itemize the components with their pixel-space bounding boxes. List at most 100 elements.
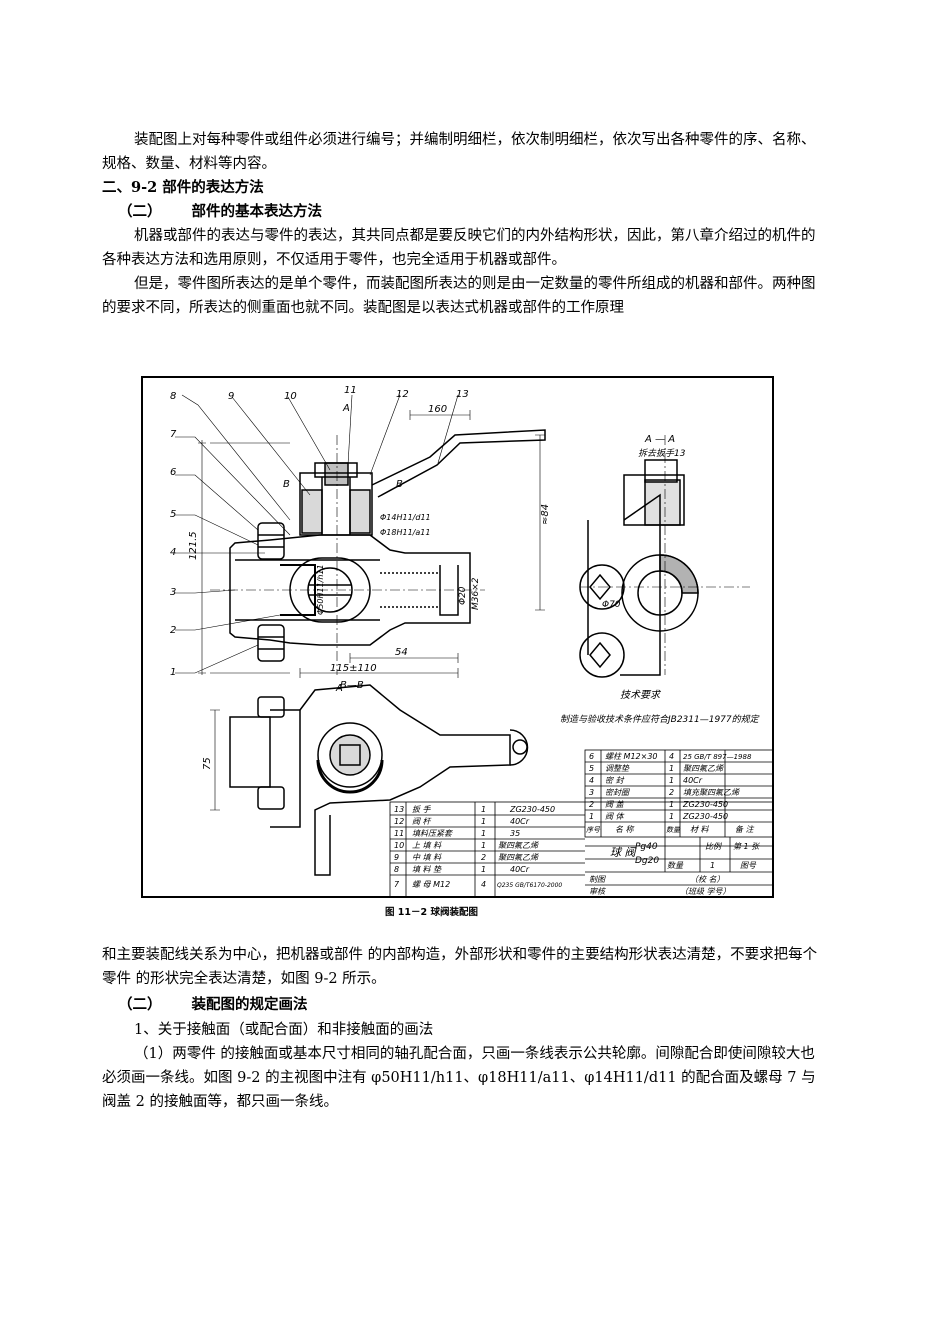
parts-list-table [389, 749, 774, 898]
dimension-label: 75 [202, 757, 213, 770]
svg-text:1: 1 [589, 812, 594, 821]
subsection-heading-rules: （二） 装配图的规定画法 [118, 993, 308, 1017]
subsection-number: （二） [118, 996, 162, 1013]
svg-text:数量: 数量 [667, 861, 684, 870]
svg-text:4: 4 [589, 776, 594, 785]
svg-text:比例: 比例 [705, 842, 723, 851]
svg-text:螺 母 M12: 螺 母 M12 [412, 880, 450, 889]
svg-text:13: 13 [394, 805, 404, 814]
svg-text:ZG230-450: ZG230-450 [509, 805, 555, 814]
section-mark: A [335, 683, 343, 694]
fit-label: Φ18H11/a11 [380, 528, 430, 537]
part-number: 1 [170, 667, 176, 678]
svg-text:聚四氟乙烯: 聚四氟乙烯 [683, 764, 724, 773]
paragraph-expression: 机器或部件的表达与零件的表达，其共同点都是要反映它们的内外结构形状，因此，第八章… [102, 228, 816, 268]
tech-requirements-text: 制造与验收技术条件应符合JB2311—1977的规定 [560, 714, 760, 725]
svg-text:8: 8 [394, 865, 399, 874]
dimension-label: 54 [395, 647, 408, 658]
svg-text:1: 1 [669, 800, 674, 809]
section-mark: A [342, 403, 350, 414]
subsection-number: （二） [118, 203, 162, 220]
parts-list-text: 6 螺柱 M12×30 4 25 GB/T 897—1988 5 调整垫 1 聚… [394, 752, 760, 896]
dimension-label: 121.5 [188, 531, 199, 560]
svg-text:1: 1 [481, 805, 486, 814]
svg-text:1: 1 [669, 764, 674, 773]
svg-text:25 GB/T 897—1988: 25 GB/T 897—1988 [683, 753, 752, 761]
view-label: 拆去扳手13 [638, 448, 686, 459]
section-a-a-view [579, 459, 699, 678]
dimension-label: 160 [428, 404, 447, 415]
section-heading: 二、9-2 部件的表达方法 [102, 179, 264, 196]
svg-text:4: 4 [669, 752, 674, 761]
part-number: 12 [396, 389, 409, 400]
part-number: 6 [170, 467, 176, 478]
svg-text:Q235 GB/T6170-2000: Q235 GB/T6170-2000 [497, 882, 562, 889]
svg-text:12: 12 [394, 817, 404, 826]
dimension-label: 115±110 [330, 663, 377, 674]
svg-text:2: 2 [669, 788, 674, 797]
ball-valve-assembly-drawing: 8 9 10 11 12 13 7 6 5 4 3 2 1 160 ≈84 12… [141, 376, 774, 918]
svg-text:7: 7 [394, 880, 400, 889]
svg-text:阀 盖: 阀 盖 [605, 800, 625, 809]
svg-text:2: 2 [481, 853, 486, 862]
subsection-title: 部件的基本表达方法 [191, 203, 323, 220]
svg-text:1: 1 [669, 776, 674, 785]
svg-text:备 注: 备 注 [735, 825, 755, 834]
subsection-heading-basic: （二） 部件的基本表达方法 [118, 200, 322, 224]
svg-text:螺柱 M12×30: 螺柱 M12×30 [605, 752, 658, 761]
svg-text:中 填 料: 中 填 料 [412, 853, 442, 862]
svg-text:密 封: 密 封 [605, 776, 625, 785]
svg-text:第 1 张: 第 1 张 [733, 842, 760, 851]
svg-text:填料压紧套: 填料压紧套 [412, 829, 453, 838]
svg-text:1: 1 [481, 829, 486, 838]
svg-text:40Cr: 40Cr [510, 865, 530, 874]
svg-text:图号: 图号 [740, 861, 757, 870]
figure-caption: 图 11－2 球阀装配图 [385, 906, 478, 918]
svg-text:名 称: 名 称 [615, 825, 636, 834]
svg-text:35: 35 [510, 829, 520, 838]
svg-text:（班级 学号）: （班级 学号） [680, 887, 731, 896]
view-label: B—B [340, 680, 364, 691]
main-view [229, 429, 546, 662]
tech-requirements-title: 技术要求 [620, 689, 662, 701]
svg-text:40Cr: 40Cr [510, 817, 530, 826]
part-number: 5 [170, 509, 176, 520]
svg-text:审核: 审核 [589, 887, 607, 896]
svg-text:材 料: 材 料 [690, 825, 710, 834]
svg-text:填 料 垫: 填 料 垫 [412, 865, 442, 874]
paragraph-contact-surface: 1、关于接触面（或配合面）和非接触面的画法 [134, 1022, 434, 1038]
svg-text:填充聚四氟乙烯: 填充聚四氟乙烯 [683, 788, 740, 797]
svg-text:上 填 料: 上 填 料 [412, 841, 442, 850]
svg-text:聚四氟乙烯: 聚四氟乙烯 [498, 853, 539, 862]
view-label: A — A [644, 434, 675, 445]
part-number: 11 [344, 385, 357, 396]
part-number: 8 [170, 391, 176, 402]
svg-text:1: 1 [669, 812, 674, 821]
svg-text:11: 11 [394, 829, 404, 838]
svg-text:1: 1 [710, 861, 715, 870]
paragraph-contact-rule: （1）两零件 的接触面或基本尺寸相同的轴孔配合面，只画一条线表示公共轮廓。间隙配… [102, 1046, 816, 1110]
part-number: 3 [170, 587, 176, 598]
svg-text:ZG230-450: ZG230-450 [682, 800, 728, 809]
part-number: 10 [284, 391, 297, 402]
svg-text:（校 名）: （校 名） [690, 875, 725, 884]
fit-label: Φ50H11/h11 [316, 564, 325, 615]
part-number: 7 [170, 429, 177, 440]
dimension-label: Φ70 [602, 600, 621, 610]
svg-text:40Cr: 40Cr [683, 776, 703, 785]
svg-text:5: 5 [589, 764, 594, 773]
svg-text:扳 手: 扳 手 [412, 805, 432, 814]
subsection-title: 装配图的规定画法 [191, 996, 308, 1013]
paragraph-main-purpose: 和主要装配线关系为中心，把机器或部件 的内部构造，外部形状和零件的主要结构形状表… [102, 947, 818, 987]
section-mark: B [283, 479, 290, 490]
dimension-label: ≈84 [540, 504, 551, 525]
paragraph-parts-list: 装配图上对每种零件或组件必须进行编号；并编制明细栏，依次制明细栏，依次写出各种零… [102, 132, 816, 172]
dimension-label: Φ20 [458, 586, 468, 605]
svg-text:ZG230-450: ZG230-450 [682, 812, 728, 821]
part-number: 9 [228, 391, 234, 402]
section-b-b-view [229, 684, 529, 876]
part-number: 4 [170, 547, 176, 558]
svg-text:6: 6 [589, 752, 594, 761]
title-block-name: 球 阀 [610, 846, 637, 859]
svg-text:阀 体: 阀 体 [605, 812, 625, 821]
